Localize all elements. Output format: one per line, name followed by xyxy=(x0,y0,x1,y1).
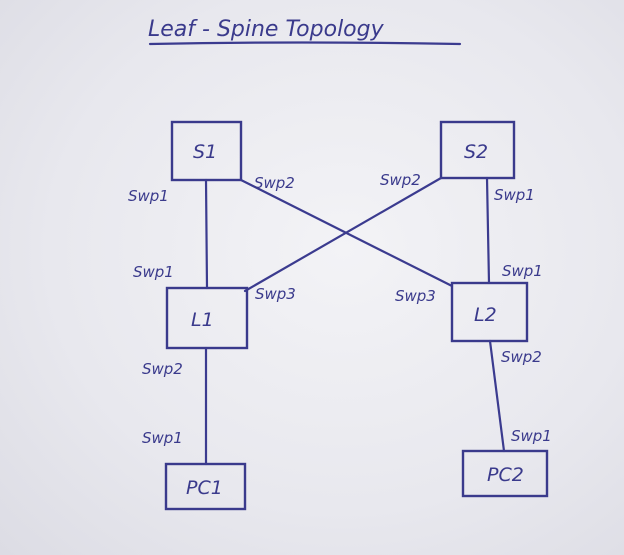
node-label-pc1: PC1 xyxy=(186,477,223,499)
link-s1-l1 xyxy=(204,178,209,290)
port-label-l2-swp3: Swp3 xyxy=(395,287,436,305)
port-label-pc2-swp1: Swp1 xyxy=(511,427,552,445)
port-label-pc1-swp1: Swp1 xyxy=(142,429,183,447)
link-l2-pc2 xyxy=(488,339,506,453)
port-label-l1-swp3: Swp3 xyxy=(255,285,296,303)
title-underline xyxy=(148,41,462,46)
spine-switch-s2 xyxy=(439,120,516,180)
port-label-s2-swp2: Swp2 xyxy=(380,171,421,189)
port-label-s1-swp2: Swp2 xyxy=(254,174,295,192)
port-label-s1-swp1: Swp1 xyxy=(128,187,169,205)
node-label-pc2: PC2 xyxy=(487,464,524,486)
port-label-l2-swp2: Swp2 xyxy=(501,348,542,366)
link-s2-l1 xyxy=(243,176,443,293)
node-label-l1: L1 xyxy=(191,309,214,331)
node-label-s1: S1 xyxy=(193,141,217,163)
node-label-s2: S2 xyxy=(464,141,488,163)
port-label-l1-swp1: Swp1 xyxy=(133,263,174,281)
port-label-s2-swp1: Swp1 xyxy=(494,186,535,204)
link-s2-l2 xyxy=(485,176,491,285)
port-label-l2-swp1: Swp1 xyxy=(502,262,543,280)
node-label-l2: L2 xyxy=(474,304,497,326)
port-label-l1-swp2: Swp2 xyxy=(142,360,183,378)
diagram-title: Leaf - Spine Topology xyxy=(148,17,385,42)
